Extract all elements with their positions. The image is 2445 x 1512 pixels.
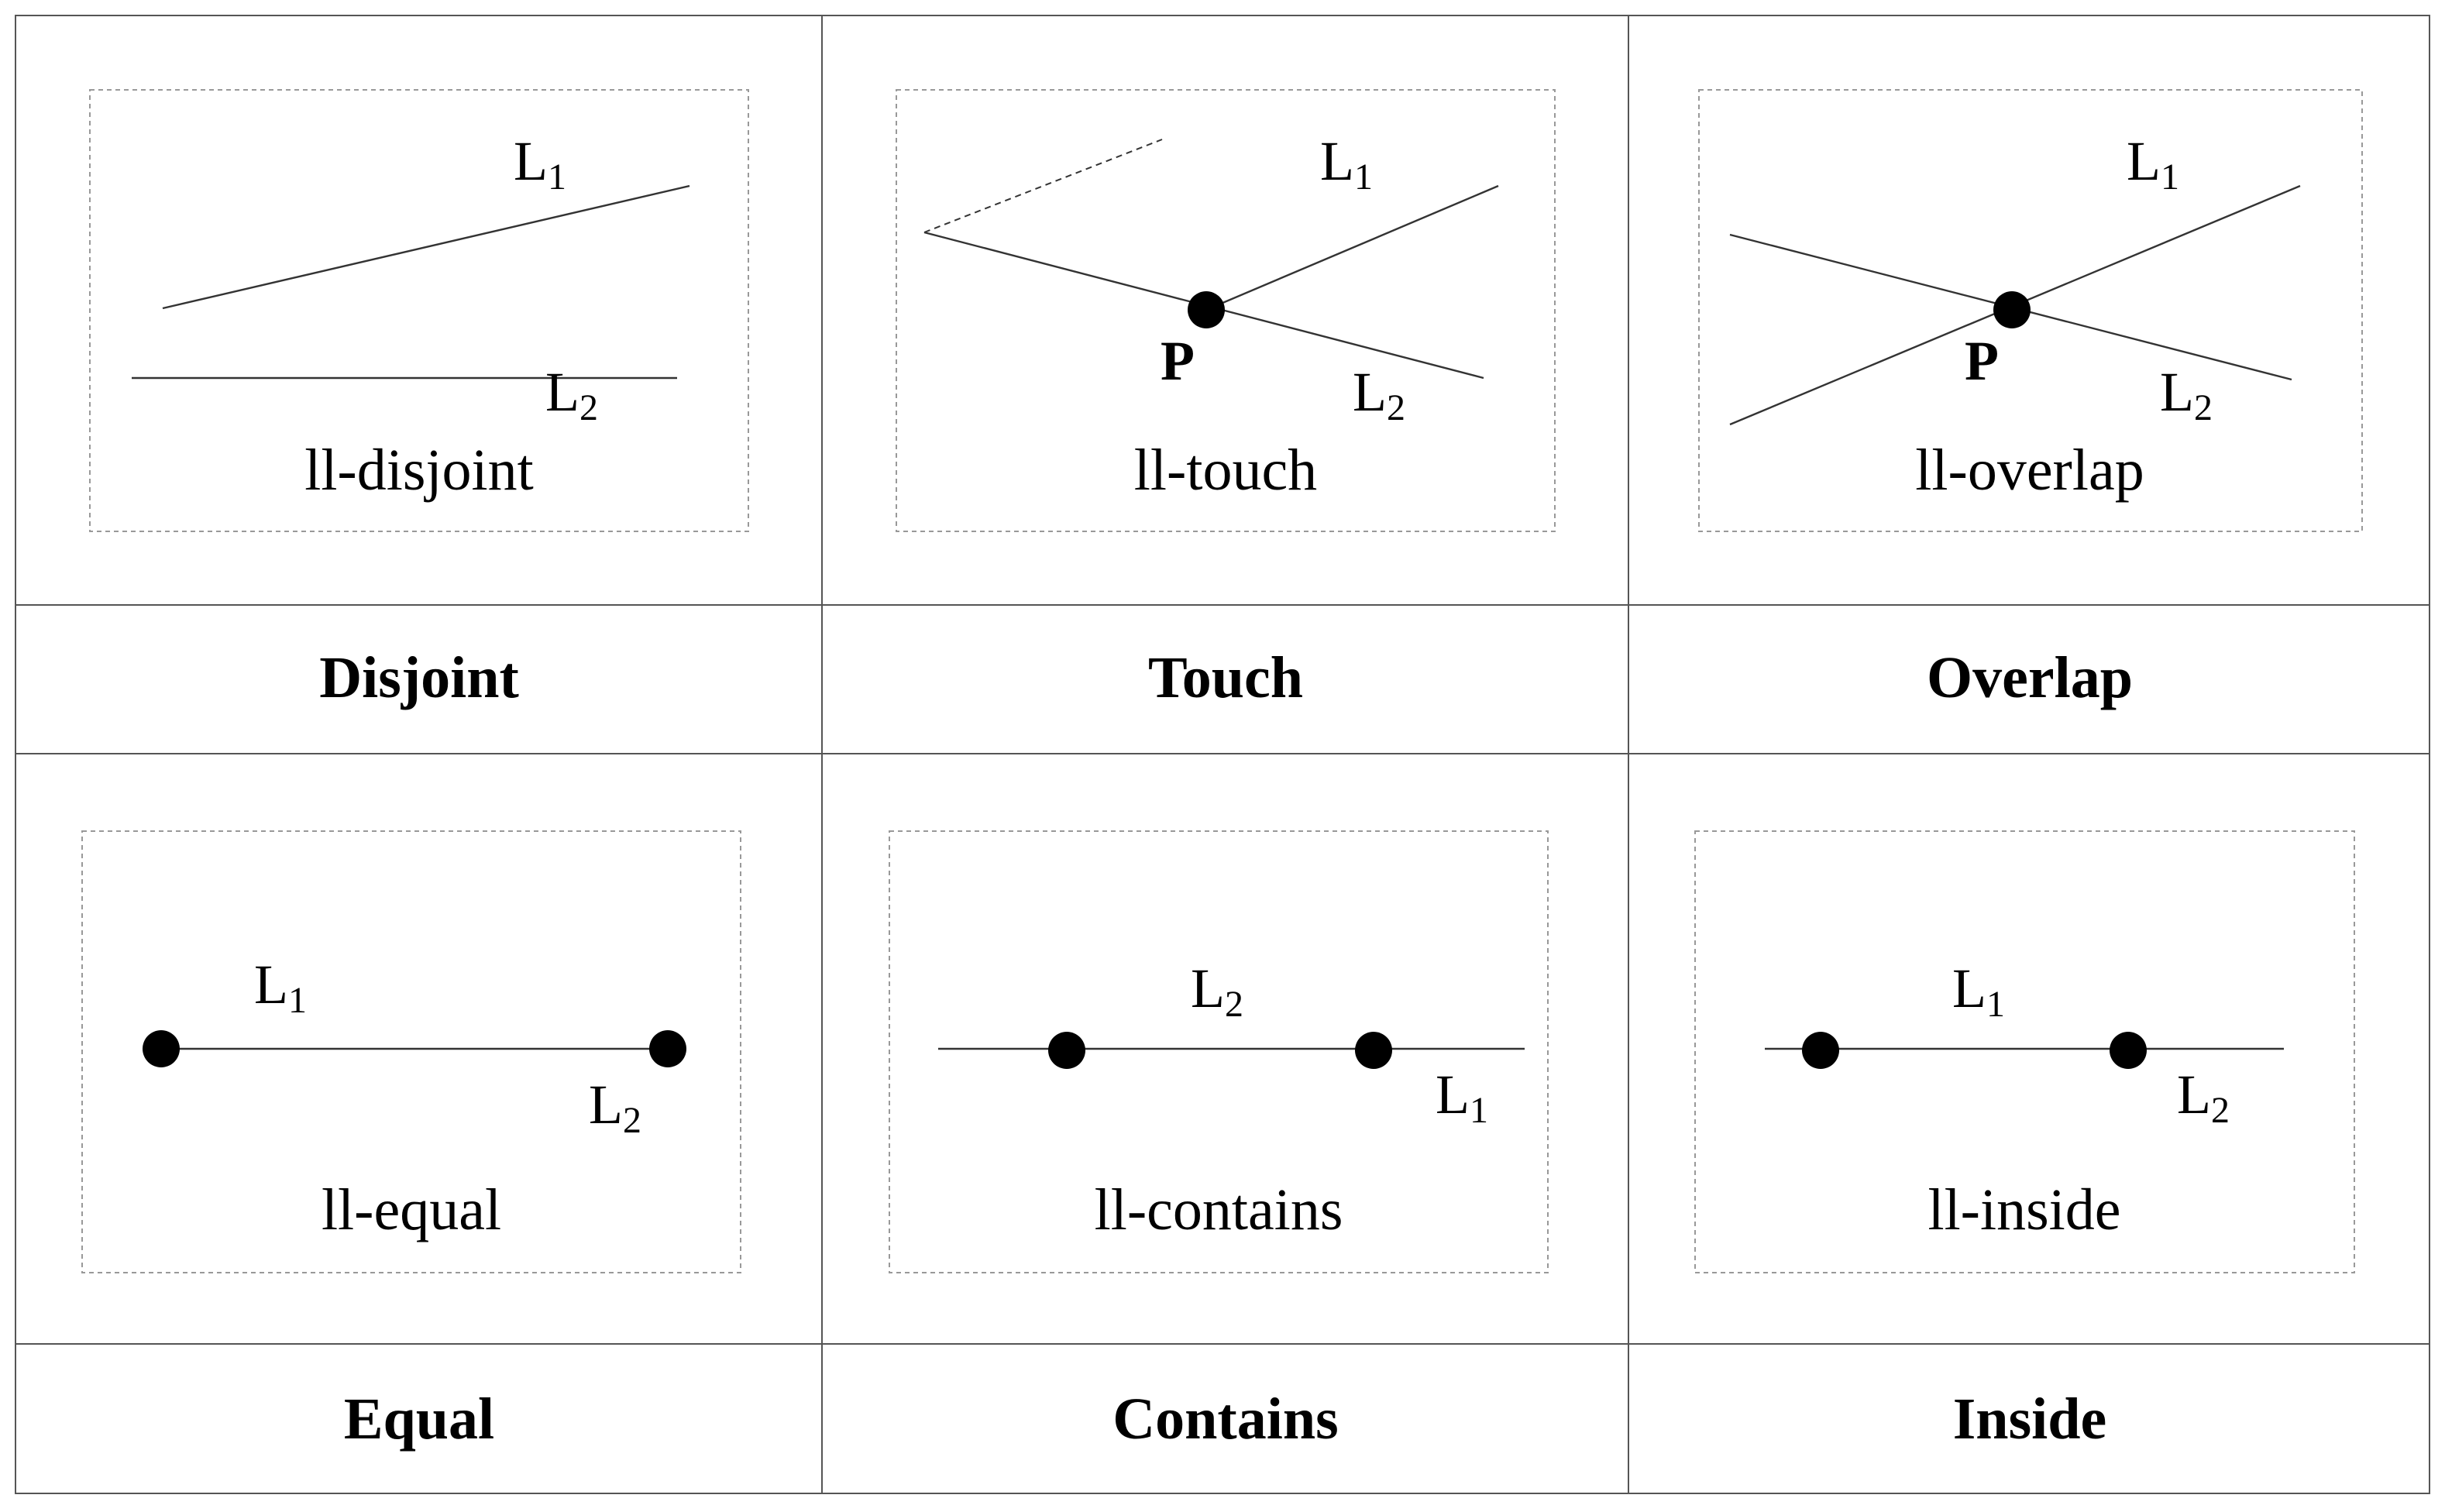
relation-caption: ll-touch xyxy=(1134,438,1317,503)
relation-title-disjoint: Disjoint xyxy=(319,645,519,710)
label-l2: L2 xyxy=(589,1074,641,1141)
label-l2: L2 xyxy=(1191,957,1243,1025)
panel-disjoint: L1 L2 ll-disjoint xyxy=(89,89,749,532)
table-grid xyxy=(15,15,2430,1494)
panel-touch: P L1 L2 ll-touch xyxy=(896,89,1556,532)
dashed-extension xyxy=(923,139,1163,233)
endpoint-start xyxy=(143,1030,180,1067)
label-l1: L1 xyxy=(2127,130,2179,198)
panel-overlap: P L1 L2 ll-overlap xyxy=(1698,89,2363,532)
label-l1: L1 xyxy=(514,130,566,198)
dashed-frame xyxy=(89,89,749,532)
endpoint-end xyxy=(2110,1032,2147,1069)
endpoint-start xyxy=(1802,1032,1839,1069)
line-l1 xyxy=(1205,184,1499,311)
relation-title-equal: Equal xyxy=(344,1387,494,1452)
label-l1: L1 xyxy=(1952,957,2005,1025)
label-l1: L1 xyxy=(254,954,307,1021)
relation-caption: ll-inside xyxy=(1927,1177,2120,1242)
relation-caption: ll-contains xyxy=(1095,1177,1343,1242)
dashed-frame xyxy=(81,830,741,1273)
label-l1: L1 xyxy=(1320,130,1373,198)
label-l2: L2 xyxy=(1353,361,1405,428)
label-l2: L2 xyxy=(2160,361,2213,428)
label-l2: L2 xyxy=(2177,1064,2230,1131)
label-l1: L1 xyxy=(1436,1064,1488,1131)
relation-title-contains: Contains xyxy=(1112,1387,1338,1452)
relation-title-touch: Touch xyxy=(1148,645,1303,710)
relation-caption: ll-disjoint xyxy=(304,438,534,503)
relation-caption: ll-equal xyxy=(322,1177,501,1242)
point-label: P xyxy=(1161,330,1195,392)
relation-caption: ll-overlap xyxy=(1915,438,2144,503)
line-l1 xyxy=(162,184,690,310)
panel-contains: L2 L1 ll-contains xyxy=(889,830,1549,1273)
dashed-frame xyxy=(889,830,1549,1273)
dashed-frame xyxy=(1694,830,2355,1273)
endpoint-start xyxy=(1048,1032,1085,1069)
endpoint-end xyxy=(649,1030,686,1067)
label-l2: L2 xyxy=(545,361,598,428)
point-label: P xyxy=(1965,330,1999,392)
touch-point xyxy=(1188,291,1225,328)
panel-inside: L1 L2 ll-inside xyxy=(1694,830,2355,1273)
dashed-frame xyxy=(1698,89,2363,532)
relation-title-overlap: Overlap xyxy=(1927,645,2133,710)
panel-equal: L1 L2 ll-equal xyxy=(81,830,741,1273)
overlap-point xyxy=(1993,291,2031,328)
relation-title-inside: Inside xyxy=(1953,1387,2107,1452)
dashed-frame xyxy=(896,89,1556,532)
endpoint-end xyxy=(1355,1032,1392,1069)
